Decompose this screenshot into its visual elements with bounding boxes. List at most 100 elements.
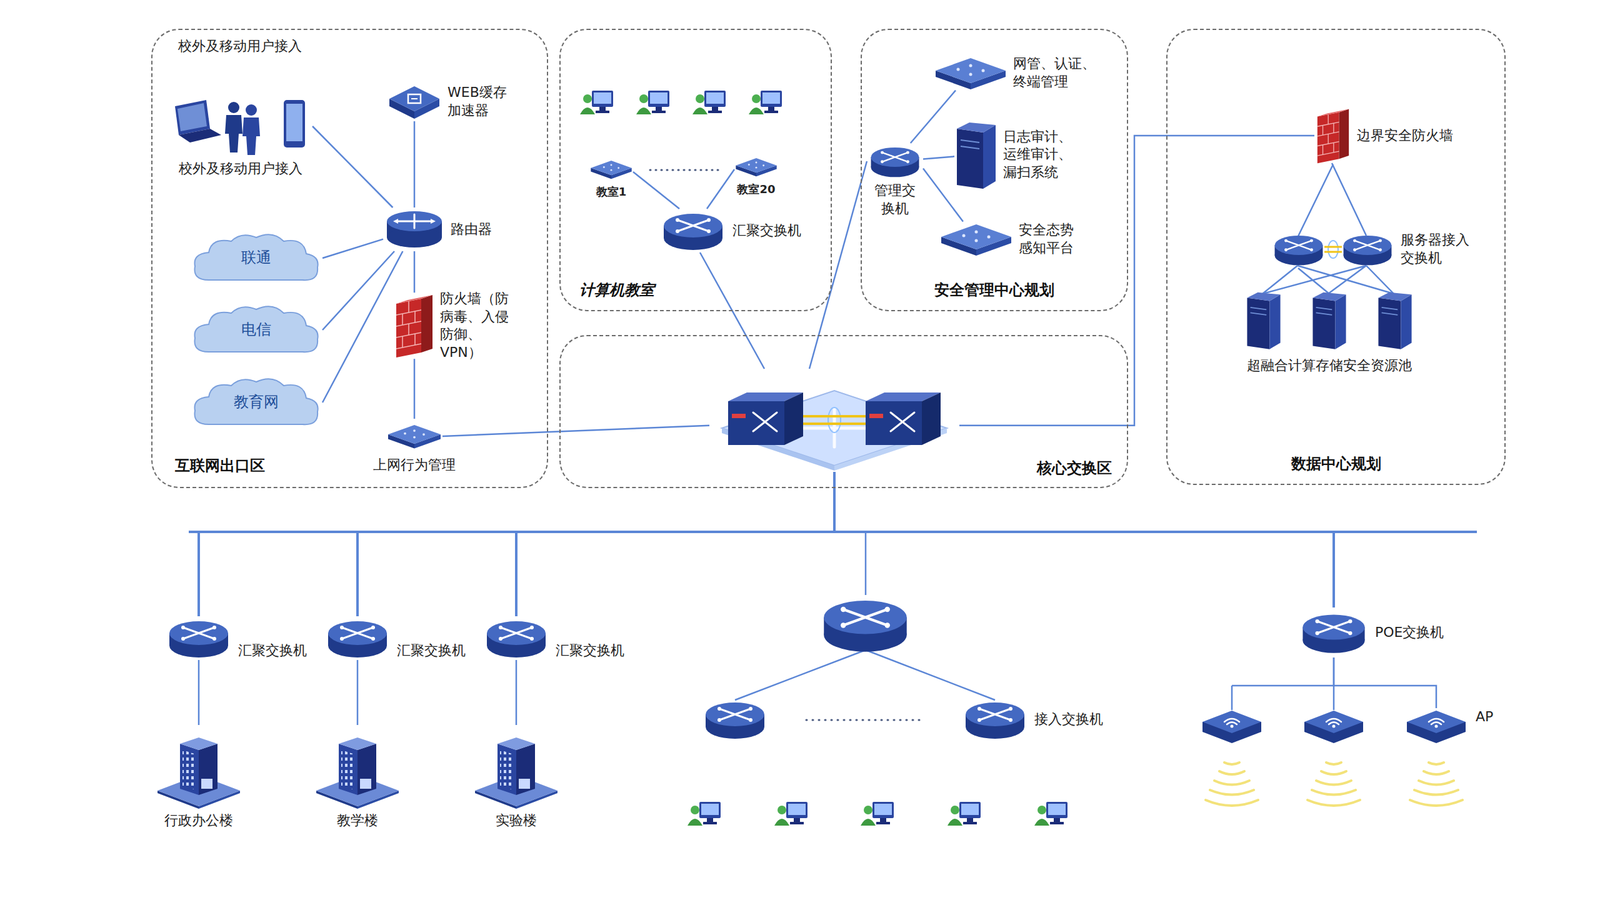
flat-icon: [734, 154, 779, 180]
node-label: 边界安全防火墙: [1356, 126, 1454, 145]
core-switch-illustration: [709, 368, 960, 472]
network-device: 管理交换机: [866, 143, 924, 218]
network-link: [442, 425, 710, 437]
network-device: 汇聚交换机: [658, 208, 802, 253]
network-link: [633, 171, 680, 209]
ap-icon: [1304, 710, 1364, 744]
zone-region: 安全管理中心规划 管理交换机 网管、认证、终端管理日志审计、运维审计、漏扫系统安全态…: [860, 28, 1129, 312]
node-label: 计算机教室: [579, 280, 655, 300]
switch-icon: [164, 616, 234, 660]
network-link: [809, 161, 867, 369]
network-link: [923, 156, 955, 159]
network-link: [322, 251, 403, 403]
network-link: [706, 169, 735, 209]
node-label: 防火墙（防病毒、入侵防御、VPN）: [440, 290, 510, 362]
classroom-pcs: [580, 90, 782, 115]
network-device: 汇聚交换机: [481, 616, 625, 660]
illustration-wires: [735, 163, 1394, 710]
switch-icon: [1297, 607, 1370, 658]
router-icon: [383, 207, 446, 252]
network-link: [322, 239, 384, 259]
switch-icon: [960, 697, 1030, 742]
network-device: 教室1: [589, 156, 634, 199]
network-link: [198, 660, 200, 725]
network-device: 教室20: [734, 154, 779, 197]
network-device: AP: [1401, 708, 1494, 746]
switch-icon: [323, 616, 392, 660]
zone-region: 互联网出口区校外及移动用户接入WEB缓存加速器路由器联通电信教育网防火墙（防病毒…: [151, 28, 549, 489]
node-label: 电信: [241, 320, 272, 340]
network-device: 路由器: [383, 207, 492, 252]
node-label: 教育网: [233, 392, 279, 412]
network-device: 网管、认证、终端管理: [933, 55, 1101, 91]
node-label: 超融合计算存储安全资源池: [1246, 356, 1412, 375]
network-link: [413, 121, 416, 208]
node-label: 行政办公楼: [164, 811, 234, 830]
node-label: 教室20: [736, 181, 775, 197]
zone-region: 数据中心规划 边界安全防火墙服务器接入交换机超融合计算存储安全资源池: [1166, 28, 1506, 485]
node-label: 服务器接入交换机: [1400, 231, 1473, 267]
node-label: POE交换机: [1375, 623, 1444, 642]
network-device: 日志审计、运维审计、漏扫系统: [954, 118, 1075, 191]
network-device: 防火墙（防病毒、入侵防御、VPN）: [393, 290, 510, 362]
network-device: 超融合计算存储安全资源池: [1235, 285, 1424, 375]
section-label: 校外及移动用户接入: [178, 37, 302, 56]
network-link: [357, 471, 835, 617]
bld-icon: [313, 725, 402, 810]
node-label: 汇聚交换机: [555, 641, 625, 660]
node-label: 汇聚交换机: [238, 641, 307, 660]
node-label: 校外及移动用户接入: [178, 160, 303, 179]
network-link: [834, 471, 1334, 608]
node-label: 汇聚交换机: [396, 641, 466, 660]
fw-icon: [1314, 106, 1352, 165]
network-link: [198, 471, 835, 617]
node-label: 教室1: [596, 184, 627, 199]
network-link: [1298, 164, 1334, 237]
network-link: [413, 358, 416, 419]
ellipsis-dots: [806, 719, 922, 722]
node-label: 日志审计、运维审计、漏扫系统: [1003, 128, 1075, 182]
servers-icon: [1235, 285, 1424, 355]
network-device: 服务器接入交换机: [1270, 230, 1473, 269]
tower-icon: [954, 118, 999, 191]
node-label: WEB缓存加速器: [447, 83, 510, 120]
zone-region: 核心交换区: [559, 335, 1129, 489]
web-icon: [386, 82, 443, 122]
node-label: 路由器: [450, 220, 492, 239]
network-device: 汇聚交换机: [323, 616, 466, 660]
network-device: 教学楼: [313, 725, 402, 830]
network-link: [1333, 657, 1437, 709]
node-label: 接入交换机: [1034, 710, 1104, 729]
network-device: 校外及移动用户接入: [168, 95, 313, 179]
ap-icon: [1202, 710, 1262, 744]
network-link: [356, 660, 359, 725]
ellipsis-dots: [650, 169, 719, 172]
network-link: [910, 90, 956, 144]
network-device: 安全态势感知平台: [938, 221, 1077, 257]
node-label: 教学楼: [336, 811, 379, 830]
switch-icon: [658, 208, 728, 253]
network-device: POE交换机: [1297, 607, 1444, 658]
node-label: 安全管理中心规划: [861, 280, 1127, 300]
network-link: [322, 251, 395, 330]
switch-icon: [481, 616, 551, 660]
node-label: 上网行为管理: [373, 456, 456, 475]
isp-cloud: 联通: [190, 230, 323, 287]
network-link: [312, 126, 393, 208]
wifi-waves: [1205, 762, 1463, 806]
node-label: 核心交换区: [1036, 458, 1112, 479]
network-link: [515, 660, 518, 725]
zone-region: 计算机教室 教室1 教室20 汇聚交换机: [559, 28, 832, 312]
node-label: 网管、认证、终端管理: [1013, 55, 1101, 91]
node-label: 安全态势感知平台: [1018, 221, 1077, 257]
node-label: 数据中心规划: [1167, 454, 1505, 474]
sw2-icon: [1270, 230, 1396, 269]
network-device: 上网行为管理: [373, 418, 456, 475]
network-link: [413, 251, 416, 293]
network-link: [516, 471, 835, 617]
isp-cloud: 教育网: [190, 374, 323, 431]
network-device: 汇聚交换机: [164, 616, 307, 660]
bld-icon: [472, 725, 560, 810]
node-label: 联通: [241, 248, 272, 268]
users-icon: [168, 95, 313, 158]
